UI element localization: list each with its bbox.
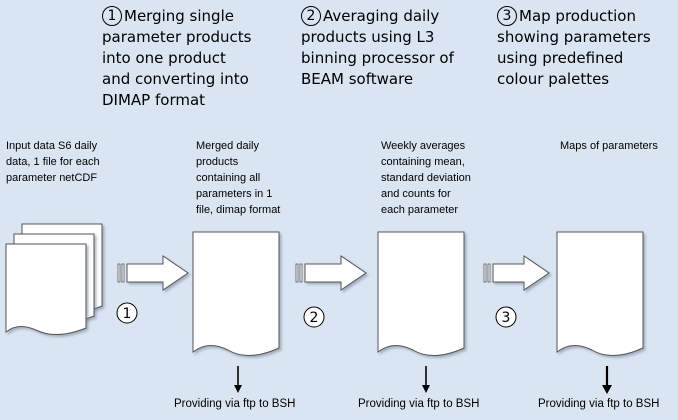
arrow-label-2: 2 — [303, 306, 325, 328]
arrow-label-3: 3 — [495, 306, 517, 328]
down-arrow-1 — [234, 366, 242, 393]
merged-document — [192, 231, 280, 356]
input-documents-stack — [5, 223, 103, 335]
svg-text:3: 3 — [502, 310, 511, 326]
providing-label-1: Providing via ftp to BSH — [174, 398, 296, 410]
maps-document — [556, 231, 644, 356]
input-document-front — [5, 243, 87, 335]
down-arrow-2 — [422, 366, 430, 393]
process-arrow-3 — [483, 255, 550, 291]
down-arrow-3 — [602, 366, 612, 394]
providing-label-2: Providing via ftp to BSH — [358, 398, 480, 410]
arrow-label-1: 1 — [116, 302, 138, 324]
caption-maps: Maps of parameters — [560, 140, 658, 152]
process-arrow-2 — [295, 255, 367, 291]
caption-input-data: Input data S6 daily data, 1 file for eac… — [6, 140, 100, 184]
step-number-1: 1 — [102, 6, 122, 26]
step-number-3: 3 — [497, 6, 517, 26]
svg-text:1: 1 — [123, 306, 132, 322]
caption-merged-products: Merged daily products containing all par… — [196, 140, 281, 216]
step-number-2: 2 — [301, 6, 321, 26]
providing-label-3: Providing via ftp to BSH — [538, 398, 660, 410]
process-arrow-1 — [117, 255, 189, 291]
weekly-averages-document — [377, 231, 465, 356]
caption-weekly-averages: Weekly averages containing mean, standar… — [381, 140, 471, 216]
svg-text:2: 2 — [310, 310, 319, 326]
